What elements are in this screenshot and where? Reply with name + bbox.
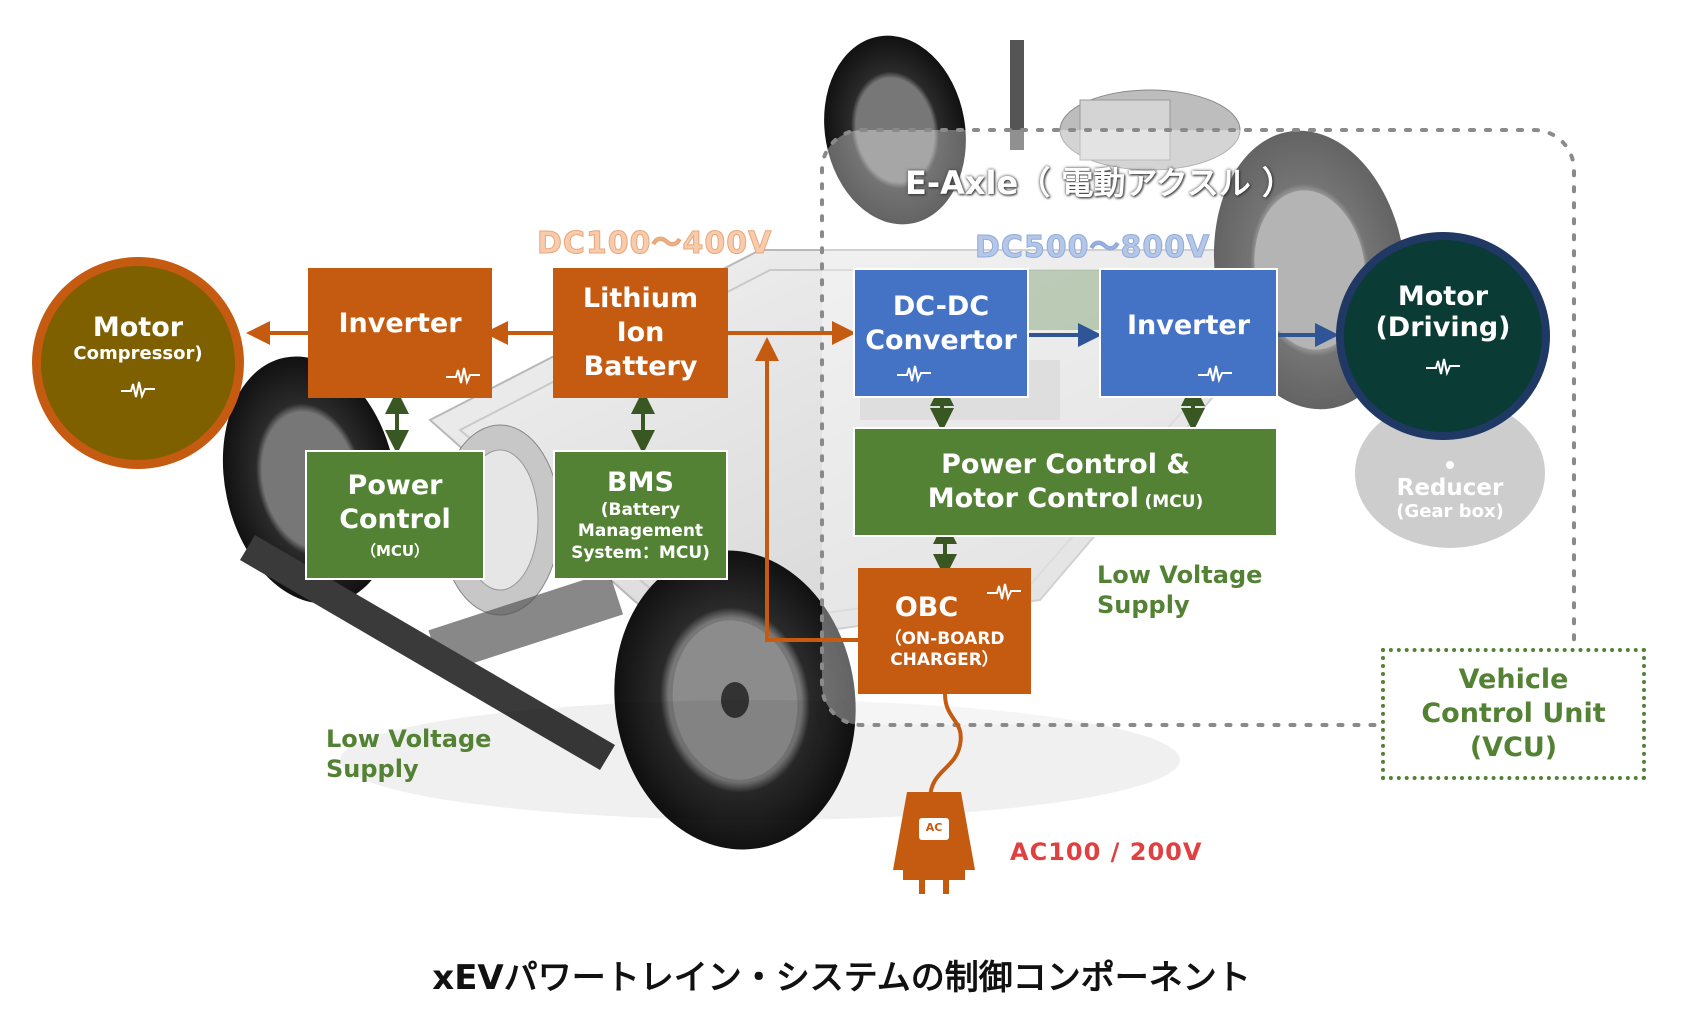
- plug-label: AC: [925, 821, 943, 834]
- dcdc-line2: Convertor: [865, 325, 1017, 356]
- battery-line3: Battery: [583, 350, 698, 382]
- motor-driving-line1: Motor: [1397, 281, 1489, 312]
- pmc-line2-suffix: (MCU): [1144, 492, 1204, 512]
- ac-plug-icon: AC: [893, 792, 975, 894]
- lithium-ion-battery-box: Lithium Ion Battery: [553, 268, 728, 398]
- bms-line2: Management: [577, 521, 704, 542]
- inverter-driving-box: Inverter: [1099, 268, 1278, 398]
- pmc-line2: Motor Control: [927, 483, 1139, 514]
- pmc-line2-row: Motor Control (MCU): [928, 482, 1204, 516]
- low-voltage-supply-right: Low Voltage Supply: [1097, 560, 1262, 620]
- pmc-line1: Power Control &: [941, 449, 1190, 481]
- reducer-dot-icon: [1446, 460, 1454, 469]
- inverter-compressor-label: Inverter: [338, 308, 462, 340]
- signal-wave-icon: [897, 365, 931, 384]
- bms-line1: (Battery: [600, 500, 681, 520]
- dc-low-voltage-label: DC100～400V: [536, 226, 773, 262]
- plug-shape-icon: [893, 792, 975, 894]
- obc-line2: CHARGER）: [890, 649, 999, 670]
- inverter-driving-label: Inverter: [1126, 310, 1251, 342]
- ac-voltage-label: AC100 / 200V: [1010, 838, 1203, 866]
- obc-box: OBC （ON-BOARD CHARGER）: [858, 568, 1031, 694]
- signal-wave-icon: [1198, 365, 1232, 384]
- low-voltage-supply-left: Low Voltage Supply: [326, 724, 491, 784]
- inverter-compressor-box: Inverter: [308, 268, 492, 398]
- power-control-line1: Power: [347, 469, 443, 501]
- battery-line1: Lithium: [582, 283, 699, 315]
- power-control-line2: Control: [339, 503, 451, 535]
- motor-driving-line2: (Driving): [1375, 312, 1511, 343]
- lv-right-line1: Low Voltage: [1097, 561, 1263, 589]
- vcu-line3: (VCU): [1469, 731, 1558, 763]
- vcu-line2: Control Unit: [1421, 698, 1606, 730]
- dc-high-voltage-label: DC500～800V: [974, 230, 1211, 266]
- signal-wave-icon: [1426, 358, 1460, 377]
- motor-driving: Motor (Driving): [1336, 232, 1550, 440]
- lv-left-line2: Supply: [326, 755, 419, 783]
- bms-title: BMS: [607, 467, 674, 499]
- vcu-line1: Vehicle: [1458, 664, 1569, 696]
- motor-compressor: Motor Compressor): [32, 257, 244, 469]
- reducer-line2: (Gear box): [1396, 500, 1504, 522]
- lv-left-line1: Low Voltage: [326, 725, 492, 753]
- power-motor-control-box: Power Control & Motor Control (MCU): [853, 427, 1278, 537]
- power-control-line3: （MCU）: [360, 542, 430, 561]
- bms-line3: System：MCU): [571, 542, 710, 563]
- bms-box: BMS (Battery Management System：MCU): [553, 450, 728, 580]
- dcdc-convertor-box: DC-DC Convertor: [853, 268, 1029, 398]
- lv-right-line2: Supply: [1097, 591, 1190, 619]
- e-axle-label: E-Axle（ 電動アクスル ）: [905, 164, 1294, 202]
- signal-wave-icon: [121, 381, 155, 400]
- reducer-line1: Reducer: [1396, 474, 1504, 501]
- battery-line2: Ion: [616, 317, 665, 349]
- signal-wave-icon: [446, 367, 480, 386]
- motor-compressor-title: Motor: [92, 312, 184, 343]
- obc-title: OBC: [894, 591, 959, 623]
- vcu-box: Vehicle Control Unit (VCU): [1381, 648, 1646, 780]
- power-control-box: Power Control （MCU）: [305, 450, 485, 580]
- obc-line1: （ON-BOARD: [884, 628, 1005, 649]
- motor-compressor-subtitle: Compressor): [73, 343, 203, 364]
- signal-wave-icon: [987, 583, 1021, 602]
- dcdc-line1: DC-DC: [892, 291, 990, 323]
- diagram-caption: xEVパワートレイン・システムの制御コンポーネント: [432, 958, 1251, 998]
